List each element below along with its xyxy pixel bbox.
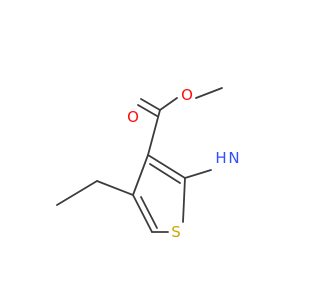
bond-carbonyl-o-double-b	[137, 104, 158, 117]
bond-methyl-ch2	[56, 180, 98, 206]
bond-c4-c5	[132, 194, 153, 233]
bond-ch2-ring	[96, 180, 134, 196]
bond-carbonyl-o-double-a	[140, 98, 161, 111]
bond-c2-n	[184, 169, 212, 179]
bond-s-c2	[182, 177, 186, 223]
bond-ester-o-methyl	[195, 87, 223, 99]
molecule-canvas: O O H N S	[56, 86, 240, 241]
sulfur-label: S	[171, 223, 181, 241]
structure-diagram: O O H N S	[56, 86, 240, 241]
bond-layer	[56, 87, 223, 233]
bond-c4-c3	[132, 154, 149, 196]
bond-c4-c5-double	[140, 196, 158, 229]
bond-c3-c2-double	[149, 163, 181, 184]
ester-oxygen-label: O	[181, 86, 193, 104]
amino-nitrogen-label: N	[228, 149, 239, 167]
bond-c3-c2	[147, 154, 186, 179]
bond-c3-carbonyl	[147, 109, 161, 156]
bond-carbonyl-ester-o	[159, 97, 178, 111]
carbonyl-oxygen-label: O	[127, 108, 139, 126]
amino-hydrogen-label: H	[215, 149, 226, 167]
